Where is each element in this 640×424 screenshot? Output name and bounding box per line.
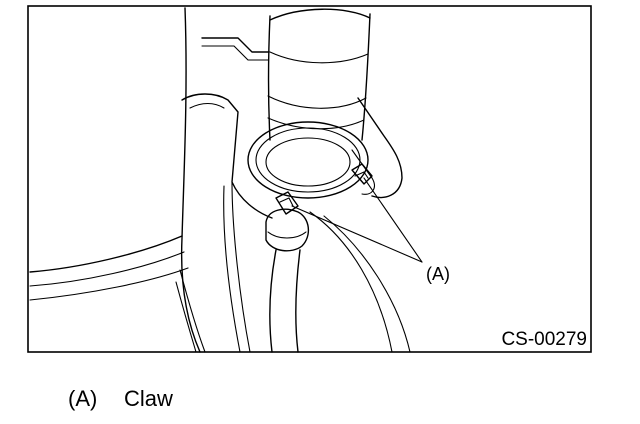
leader-line-right-claw — [363, 177, 423, 263]
left-body-outline — [180, 7, 201, 353]
legend-entry: (A) Claw — [68, 386, 173, 411]
housing-curve-3 — [231, 181, 251, 353]
flange-top-inner — [201, 45, 269, 61]
legend-description: Claw — [124, 386, 173, 411]
tube-right-edge — [361, 13, 371, 141]
left-body-curve-upper — [29, 235, 183, 273]
hose-right-edge — [295, 249, 301, 353]
legend-key: (A) — [68, 386, 97, 411]
illustration — [29, 7, 411, 353]
tube-band-2 — [267, 95, 367, 109]
callout-leaders — [291, 177, 423, 263]
collar-ring-inner — [265, 137, 351, 187]
bracket-right-inner — [351, 149, 375, 195]
callout-label-a: (A) — [426, 264, 450, 284]
hose-connector — [265, 208, 309, 252]
housing-curve-2 — [323, 215, 411, 353]
flange-top-edge — [201, 37, 269, 53]
tube-band-1 — [269, 51, 369, 64]
tube-left-edge — [267, 15, 271, 141]
housing-curve-1 — [309, 211, 393, 353]
left-body-curve-inner — [29, 251, 185, 287]
diagram-frame — [27, 5, 592, 353]
bracket-right-plate — [357, 97, 403, 199]
claw-left-detail — [279, 197, 294, 207]
left-body-curve-lower — [29, 267, 189, 301]
left-rib-2 — [175, 281, 197, 353]
left-rib — [179, 269, 206, 353]
hose-connector-band — [267, 231, 307, 239]
bracket-left-plate — [181, 93, 273, 219]
housing-curve-4 — [223, 185, 241, 353]
figure-id: CS-00279 — [501, 329, 587, 350]
collar-ring-mid — [255, 127, 361, 193]
collar-ring-outer — [247, 121, 369, 199]
hose-left-edge — [269, 249, 277, 353]
claw-right-detail — [354, 171, 369, 179]
claw-right — [351, 163, 373, 185]
leader-line-left-claw — [291, 205, 423, 263]
bracket-left-plate-inner — [189, 102, 225, 109]
tube-top-ellipse — [269, 8, 371, 21]
